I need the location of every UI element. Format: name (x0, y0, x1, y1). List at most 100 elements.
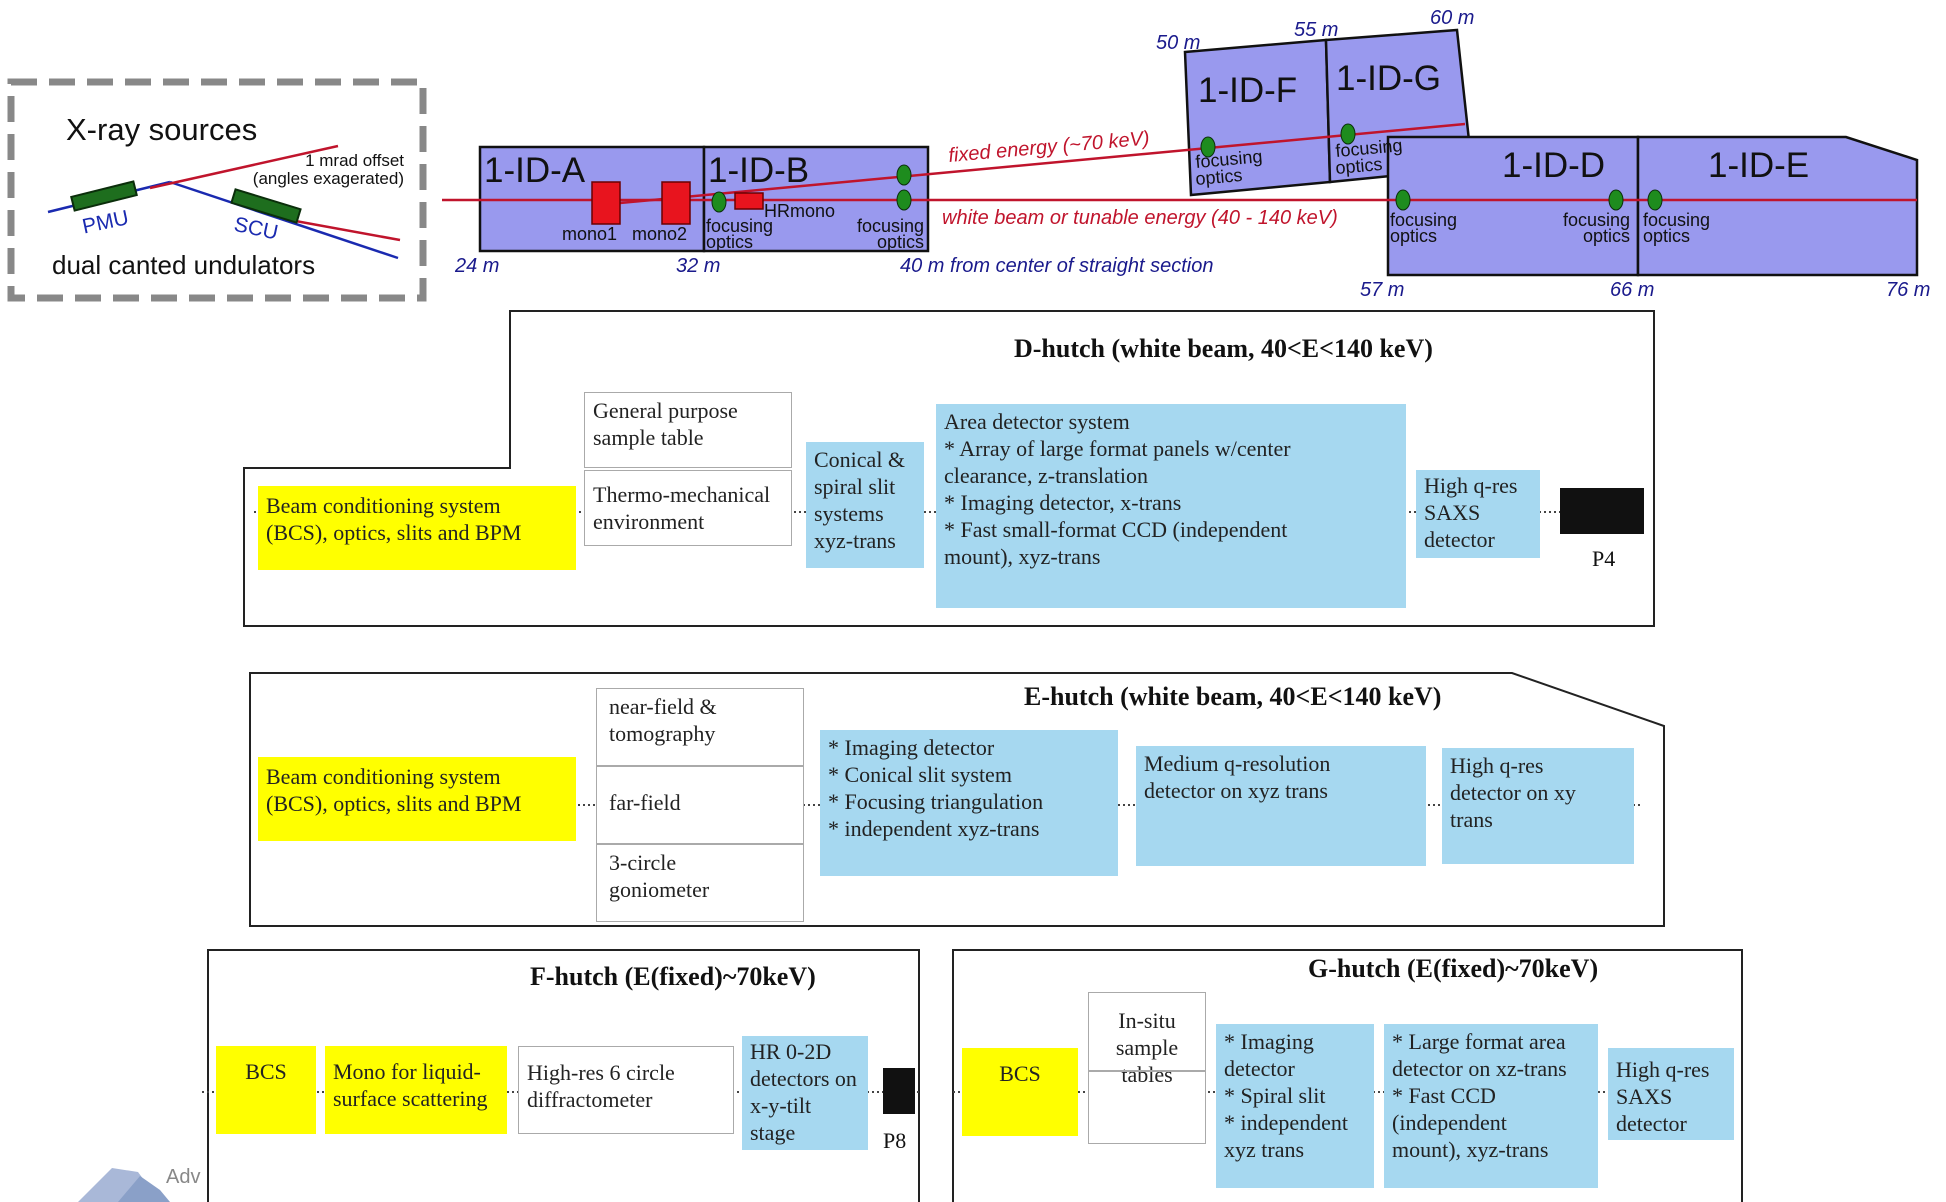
distance-32m: 32 m (676, 255, 720, 277)
e-hutch-outline (249, 672, 1665, 927)
optics-b2 (896, 164, 912, 186)
label-1-id-a: 1-ID-A (484, 151, 586, 190)
f-hutch-p8-label: P8 (883, 1128, 907, 1153)
optics-d2 (1608, 189, 1624, 211)
e-hutch-title: E-hutch (white beam, 40<E<140 keV) (1024, 682, 1442, 711)
d-hutch-bcs: Beam conditioning system (BCS), optics, … (258, 486, 576, 570)
e-hutch-high-q: High q-res detector on xy trans (1442, 748, 1634, 864)
svg-text:focusing: focusing (1390, 210, 1457, 230)
pmu-undulator (70, 180, 138, 212)
focusing-label-b1: focusing optics (706, 216, 773, 252)
f-hutch-outline (207, 949, 920, 1202)
d-hutch-outline (243, 310, 1655, 627)
label-1-id-f: 1-ID-F (1198, 71, 1297, 110)
f-hutch-bcs: BCS (216, 1046, 316, 1134)
g-hutch-saxs: High q-res SAXS detector (1608, 1048, 1734, 1140)
d-hutch-title: D-hutch (white beam, 40<E<140 keV) (1014, 334, 1433, 363)
hrmono-block (734, 192, 764, 210)
footer-text: Adv (166, 1166, 201, 1188)
sources-box (7, 78, 427, 302)
label-mono2: mono2 (632, 224, 687, 244)
distance-55m: 55 m (1294, 19, 1338, 41)
e-hutch-bcs: Beam conditioning system (BCS), optics, … (258, 757, 576, 841)
label-1-id-b: 1-ID-B (708, 151, 809, 190)
label-mono1: mono1 (562, 224, 617, 244)
scu-undulator (230, 188, 302, 224)
focusing-label-d2: focusing optics (1563, 210, 1630, 246)
scu-beam-line-2 (169, 180, 399, 260)
label-1-id-g: 1-ID-G (1336, 59, 1441, 98)
hutch-1-id-e (1636, 135, 1919, 277)
hutch-1-id-d (1386, 135, 1640, 277)
g-hutch-imaging: * Imaging detector * Spiral slit * indep… (1216, 1024, 1374, 1188)
distance-57m: 57 m (1360, 279, 1404, 301)
fixed-energy-line (619, 122, 1466, 205)
optics-e (1647, 189, 1663, 211)
f-hutch-diffractometer: High-res 6 circle diffractometer (518, 1046, 734, 1134)
optics-b3 (896, 189, 912, 211)
svg-text:optics: optics (1390, 226, 1437, 246)
fixed-energy-label: fixed energy (~70 keV) (948, 127, 1151, 167)
label-1-id-d: 1-ID-D (1502, 146, 1605, 185)
optics-f (1200, 136, 1216, 158)
distance-76m: 76 m (1886, 279, 1930, 301)
label-hrmono: HRmono (764, 201, 835, 221)
g-hutch-area: * Large format area detector on xz-trans… (1384, 1024, 1598, 1188)
svg-text:optics: optics (706, 232, 753, 252)
optics-b1 (711, 191, 727, 213)
mono1-block (591, 181, 621, 225)
distance-50m: 50 m (1156, 32, 1200, 54)
white-beam-label: white beam or tunable energy (40 - 140 k… (942, 207, 1338, 229)
g-hutch-outline (952, 949, 1743, 1202)
f-hutch-mono: Mono for liquid- surface scattering (325, 1046, 507, 1134)
optics-d1 (1395, 189, 1411, 211)
svg-text:optics: optics (877, 232, 924, 252)
g-hutch-insitu-divider (1088, 1070, 1206, 1072)
distance-24m: 24 m (454, 255, 499, 277)
g-hutch-title: G-hutch (E(fixed)~70keV) (1308, 954, 1599, 983)
svg-text:optics: optics (1195, 165, 1244, 189)
e-hutch-medium-q: Medium q-resolution detector on xyz tran… (1136, 746, 1426, 866)
distance-40m: 40 m from center of straight section (900, 255, 1213, 277)
d-hutch-sample-table: General purpose sample table (584, 392, 792, 468)
offset-label-1: 1 mrad offset (305, 151, 404, 170)
optics-g (1340, 123, 1356, 145)
svg-text:focusing: focusing (1643, 210, 1710, 230)
label-1-id-e: 1-ID-E (1708, 146, 1809, 185)
sources-caption: dual canted undulators (52, 250, 315, 280)
pmu-beam-line (149, 144, 339, 190)
f-hutch-title: F-hutch (E(fixed)~70keV) (530, 962, 816, 991)
distance-60m: 60 m (1430, 7, 1474, 29)
g-hutch-insitu: In-situ sample tables (1088, 992, 1206, 1144)
f-hutch-hr-detectors: HR 0-2D detectors on x-y-tilt stage (742, 1036, 868, 1150)
footer-logo-icon-2 (118, 1176, 170, 1202)
svg-text:focusing: focusing (857, 216, 924, 236)
e-hutch-imaging: * Imaging detector * Conical slit system… (820, 730, 1118, 876)
pmu-label: PMU (80, 206, 130, 238)
d-hutch-thermo: Thermo-mechanical environment (584, 470, 792, 546)
distance-labels: 24 m 32 m 40 m from center of straight s… (454, 7, 1930, 301)
pmu-beam-line-2 (289, 218, 401, 242)
sources-title: X-ray sources (66, 112, 257, 147)
focusing-label-e: focusing optics (1643, 210, 1710, 246)
g-hutch-bcs: BCS (962, 1048, 1078, 1136)
svg-text:focusing: focusing (1563, 210, 1630, 230)
focusing-label-d1: focusing optics (1390, 210, 1457, 246)
svg-text:optics: optics (1335, 154, 1384, 178)
p8-block (883, 1068, 915, 1114)
p4-block (1560, 488, 1644, 534)
d-hutch-area-detector: Area detector system * Array of large fo… (936, 404, 1406, 608)
scu-label: SCU (232, 213, 280, 245)
focusing-label-g: focusing optics (1335, 135, 1404, 178)
offset-label-2: (angles exagerated) (253, 169, 404, 188)
distance-66m: 66 m (1610, 279, 1654, 301)
e-hutch-near-field: near-field & tomography (596, 688, 804, 766)
svg-text:focusing: focusing (706, 216, 773, 236)
focusing-label-b2: focusing optics (857, 216, 924, 252)
svg-text:optics: optics (1643, 226, 1690, 246)
e-hutch-goniometer: 3-circle goniometer (596, 844, 804, 922)
mono2-block (661, 181, 691, 225)
d-hutch-saxs: High q-res SAXS detector (1416, 470, 1540, 558)
e-hutch-far-field: far-field (596, 766, 804, 844)
